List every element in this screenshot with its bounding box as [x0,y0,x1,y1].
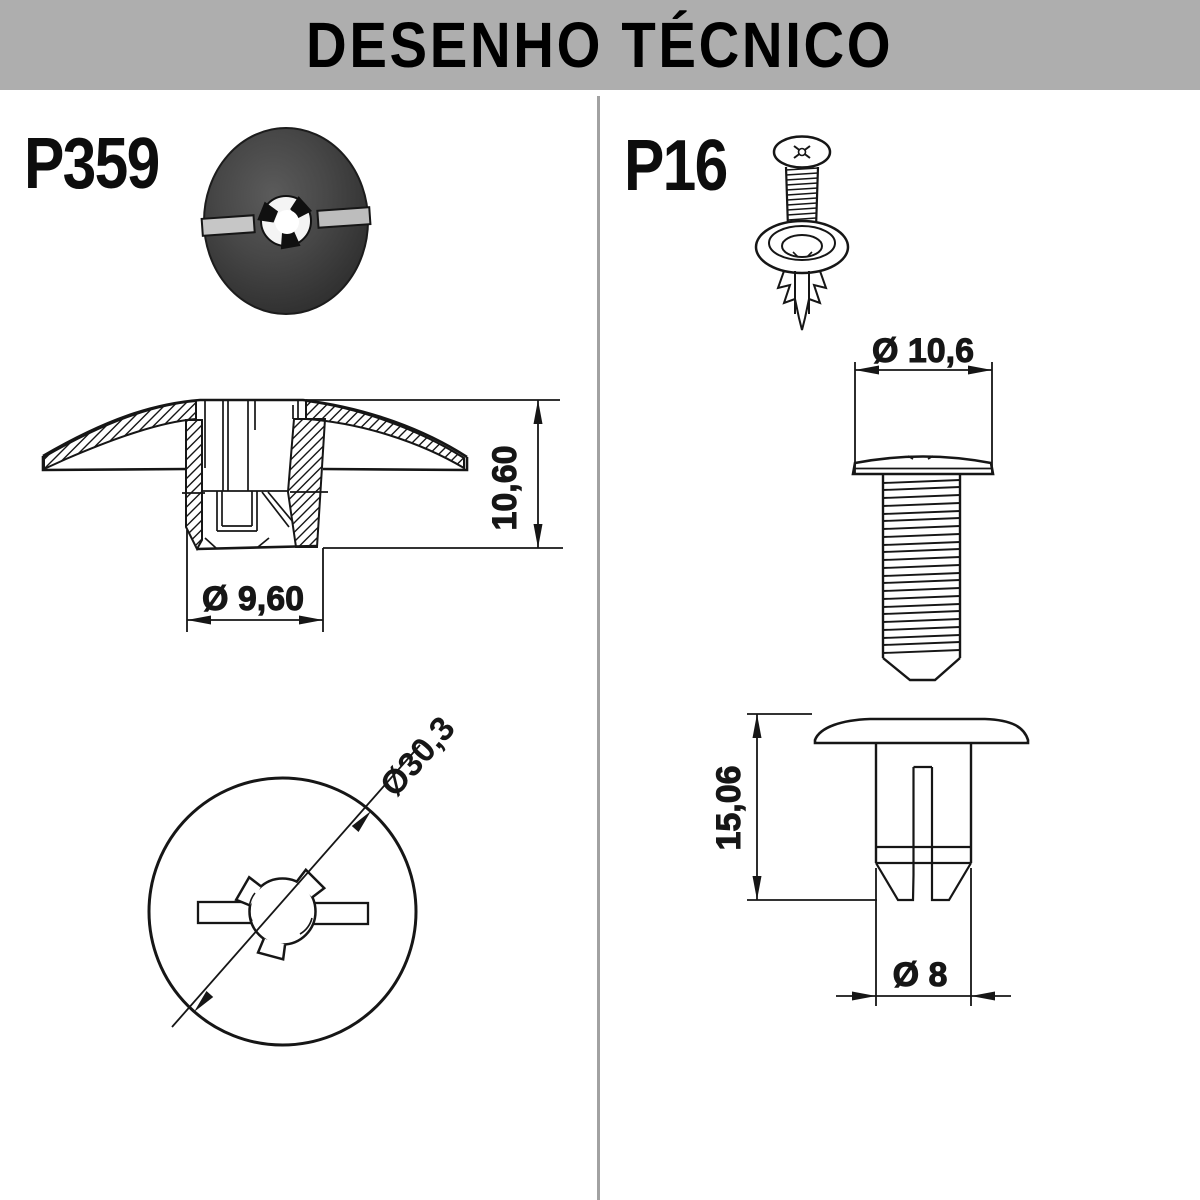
p359-photo [200,127,372,315]
part-label-p16: P16 [624,126,728,206]
metal-pin-bars [200,206,372,237]
p16-body-dimensions: 15,06 Ø 8 [710,713,1011,1006]
dimension-arrows [855,365,992,375]
dimension-arrows [187,400,543,625]
p16-screw-dimension: Ø 10,6 [854,332,993,473]
top-diameter-dim-label: Ø30,3 [373,709,463,804]
dimension-arrows [852,991,995,1001]
vertical-divider [597,96,600,1200]
body-height-dim-label: 15,06 [710,765,748,850]
p16-body-view [813,717,1030,902]
p359-side-view [41,398,469,552]
height-dim-label: 10,60 [486,445,524,530]
dimension-arrows [752,714,762,900]
p16-screw-view [851,455,995,682]
dimension-arrows [194,811,371,1012]
p359-side-view-dimensions: 10,60 Ø 9,60 [186,399,563,632]
header-banner: DESENHO TÉCNICO [0,0,1200,90]
diameter-dim-label: Ø 9,60 [202,580,304,618]
p359-top-view [147,776,418,1047]
page-title: DESENHO TÉCNICO [306,9,894,81]
p16-product-icon [754,135,850,331]
part-label-p359: P359 [24,124,160,204]
shank-diameter-dim-label: Ø 8 [893,956,948,994]
clip-prongs [257,196,313,250]
head-diameter-dim-label: Ø 10,6 [872,332,974,370]
